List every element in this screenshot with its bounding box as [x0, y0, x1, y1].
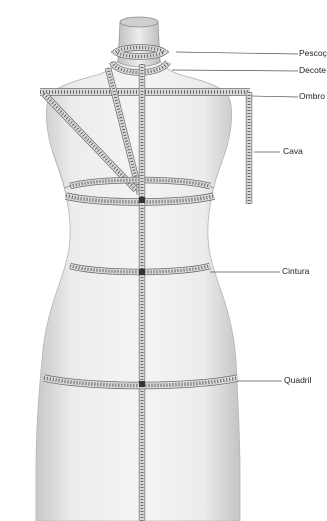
label-neckline: Decote: [299, 66, 326, 75]
tape-intersection-marker: [139, 269, 145, 275]
tape-intersection-marker: [139, 381, 145, 387]
label-waist: Cintura: [282, 267, 309, 276]
label-hip: Quadril: [284, 376, 311, 385]
mannequin-body: [36, 60, 240, 521]
leader-neck: [176, 52, 298, 54]
neck-top-cap: [120, 17, 158, 27]
label-armhole: Cava: [283, 147, 303, 156]
leader-neckline: [172, 70, 298, 71]
label-neck: Pescoço: [299, 49, 327, 58]
leader-shoulder: [252, 96, 298, 97]
label-shoulder: Ombro: [299, 92, 325, 101]
tape-intersection-marker: [139, 197, 145, 203]
